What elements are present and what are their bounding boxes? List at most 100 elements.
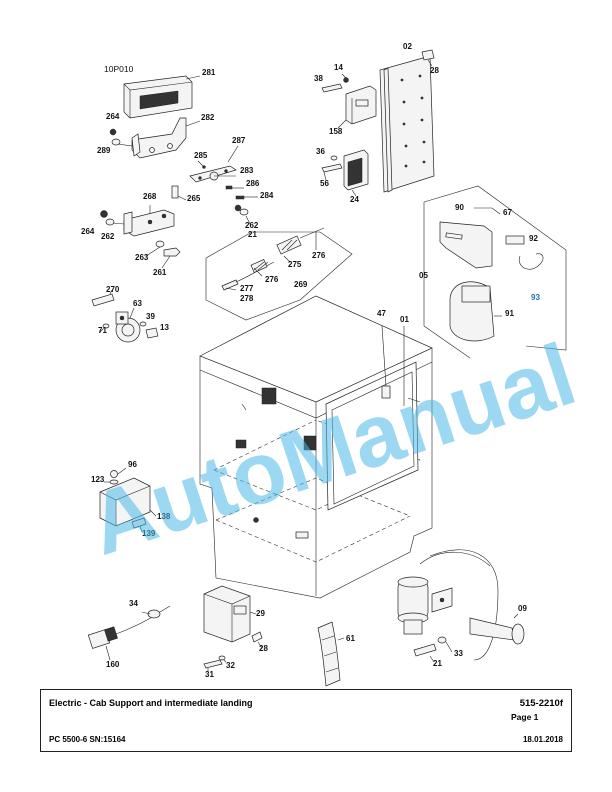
horn-hose [429,549,499,661]
component-cab-b [303,435,317,451]
washer-14 [343,77,349,83]
part-label-p28a: 28 [430,66,439,75]
part-label-p56: 56 [320,179,329,188]
part-label-p13: 13 [160,323,169,332]
washer-39 [139,321,147,327]
washer-263 [155,240,165,248]
part-label-p02: 02 [403,42,412,51]
part-label-p158: 158 [329,127,343,136]
washer-36 [330,155,338,161]
horn-09 [469,617,515,641]
bolt-139 [131,517,147,529]
component-cab-a [261,387,277,405]
junction-box-assembly [99,467,157,533]
part-label-p63: 63 [133,299,142,308]
strap-67 [474,207,501,215]
bolt-270 [91,293,115,307]
part-label-p277: 277 [240,284,254,293]
bolt-56 [321,163,343,173]
part-label-p92: 92 [529,234,538,243]
bolt-28b [251,631,263,643]
washer-33 [437,636,447,644]
part-label-p34: 34 [129,599,138,608]
part-label-p263: 263 [135,253,149,262]
cable-160 [115,615,155,635]
part-label-p261: 261 [153,268,167,277]
grommet-276-left [250,259,269,273]
page-number: Page 1 [511,712,539,722]
washer-71 [102,323,110,329]
part-label-p270: 270 [106,285,120,294]
mounting-plate-assembly [321,49,435,197]
part-label-p71: 71 [98,326,107,335]
relay-box-assembly: 10P010 [100,64,258,269]
bolt-28 [421,49,435,61]
part-label-p264a: 264 [106,112,120,121]
part-label-p32: 32 [226,661,235,670]
part-label-p123: 123 [91,475,105,484]
part-label-p269: 269 [294,280,308,289]
horn-assembly [397,549,525,663]
part-label-p281: 281 [202,68,216,77]
part-label-p160: 160 [106,660,120,669]
bolt-31 [203,659,223,669]
part-label-p24: 24 [350,195,359,204]
door-01 [325,361,419,511]
part-label-p265: 265 [187,194,201,203]
part-label-p61: 61 [346,634,355,643]
cab-frame [199,295,433,599]
part-label-p38: 38 [314,74,323,83]
part-label-p14: 14 [334,63,343,72]
control-box-29-assembly [203,585,263,672]
part-label-p01: 01 [400,315,409,324]
connector-277 [221,279,239,291]
part-label-p29: 29 [256,609,265,618]
part-label-p262a: 262 [245,221,259,230]
part-label-p284: 284 [260,191,274,200]
cable-assembly [205,227,353,321]
outline-05 [423,185,567,351]
clamp-assembly [91,289,159,343]
part-label-p276a: 276 [312,251,326,260]
part-label-p282: 282 [201,113,215,122]
washer-289 [111,138,121,146]
relay-box-code: 10P010 [104,64,134,74]
part-label-p276b: 276 [265,275,279,284]
part-number-labels: 2812822642892872852832862842652682622126… [81,42,540,679]
part-label-p09: 09 [518,604,527,613]
bellows-275 [276,235,302,255]
part-label-p91: 91 [505,309,514,318]
washer-262a [239,208,249,216]
part-label-p39: 39 [146,312,155,321]
frame-outline-269 [205,231,353,321]
part-label-p289: 289 [97,146,111,155]
bolt-261 [163,247,181,257]
part-label-p93: 93 [531,293,540,302]
part-label-p96: 96 [128,460,137,469]
part-label-p21b: 21 [433,659,442,668]
box-138 [99,477,151,527]
strip-61-assembly [317,621,345,687]
part-label-p31: 31 [205,670,214,679]
nut-264b [100,210,108,218]
part-label-p90: 90 [455,203,464,212]
relay-box-grille [139,90,179,110]
bracket-90 [439,221,493,269]
nut-264 [109,128,117,136]
part-label-p268: 268 [143,192,157,201]
part-label-p285: 285 [194,151,208,160]
bolt-21b [413,643,437,657]
part-label-p21a: 21 [248,230,257,239]
strip-61 [317,621,341,687]
plate-02 [379,55,435,193]
clip-93 [518,253,544,270]
document-date: 18.01.2018 [522,735,563,744]
part-label-p138: 138 [157,512,171,521]
part-label-p67: 67 [503,208,512,217]
diagram-title: Electric - Cab Support and intermediate … [49,698,253,708]
bolt-38 [321,83,343,93]
cap-96 [110,470,118,478]
washer-262b [105,218,115,226]
part-label-p262b: 262 [101,232,115,241]
